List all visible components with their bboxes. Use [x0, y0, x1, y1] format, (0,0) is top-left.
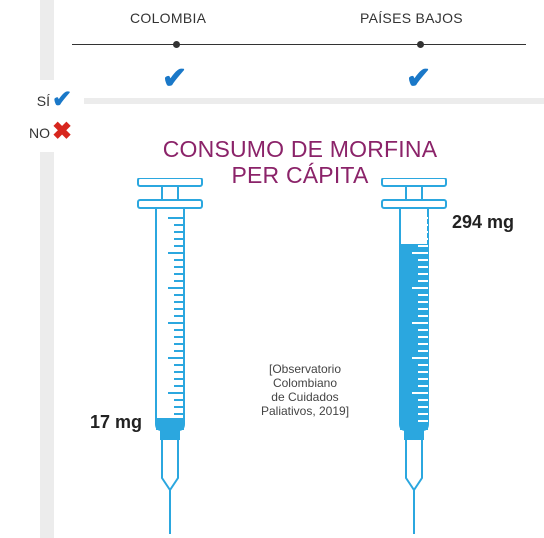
value-label-colombia: 17 mg [90, 412, 143, 432]
source-line: [Observatorio [268, 362, 342, 376]
syringe-paises-bajos [381, 178, 447, 534]
title-line-1: CONSUMO DE MORFINA [162, 136, 438, 162]
cross-icon: ✖ [52, 118, 73, 145]
legend: SÍ ✔ NO ✖ [0, 80, 84, 152]
syringe-scale [412, 217, 428, 422]
morphine-card [54, 104, 544, 538]
source-line: Paliativos, 2019] [260, 404, 350, 418]
source-line: Colombiano [272, 376, 338, 390]
legend-no-label: NO [29, 125, 50, 141]
availability-card [54, 0, 544, 98]
syringe-hub [160, 430, 180, 440]
timeline-line [72, 44, 526, 45]
source-citation: [Observatorio Colombiano de Cuidados Pal… [236, 362, 374, 418]
timeline-dot [173, 41, 180, 48]
syringe-outline [137, 178, 203, 534]
country-label-colombia: COLOMBIA [130, 10, 207, 26]
title-line-2: PER CÁPITA [231, 162, 369, 188]
country-label-paises-bajos: PAÍSES BAJOS [360, 10, 463, 26]
source-line: de Cuidados [271, 390, 339, 404]
check-icon: ✔ [406, 62, 432, 95]
legend-yes-label: SÍ [36, 93, 50, 109]
timeline-dot [417, 41, 424, 48]
check-icon: ✔ [52, 86, 73, 113]
syringe-scale [168, 217, 184, 422]
value-label-paises-bajos: 294 mg [452, 212, 515, 232]
syringe-hub [404, 430, 424, 440]
morphine-fill-colombia [156, 418, 184, 430]
syringe-colombia [137, 178, 203, 534]
check-icon: ✔ [162, 62, 188, 95]
section-title: CONSUMO DE MORFINA PER CÁPITA [100, 136, 500, 188]
